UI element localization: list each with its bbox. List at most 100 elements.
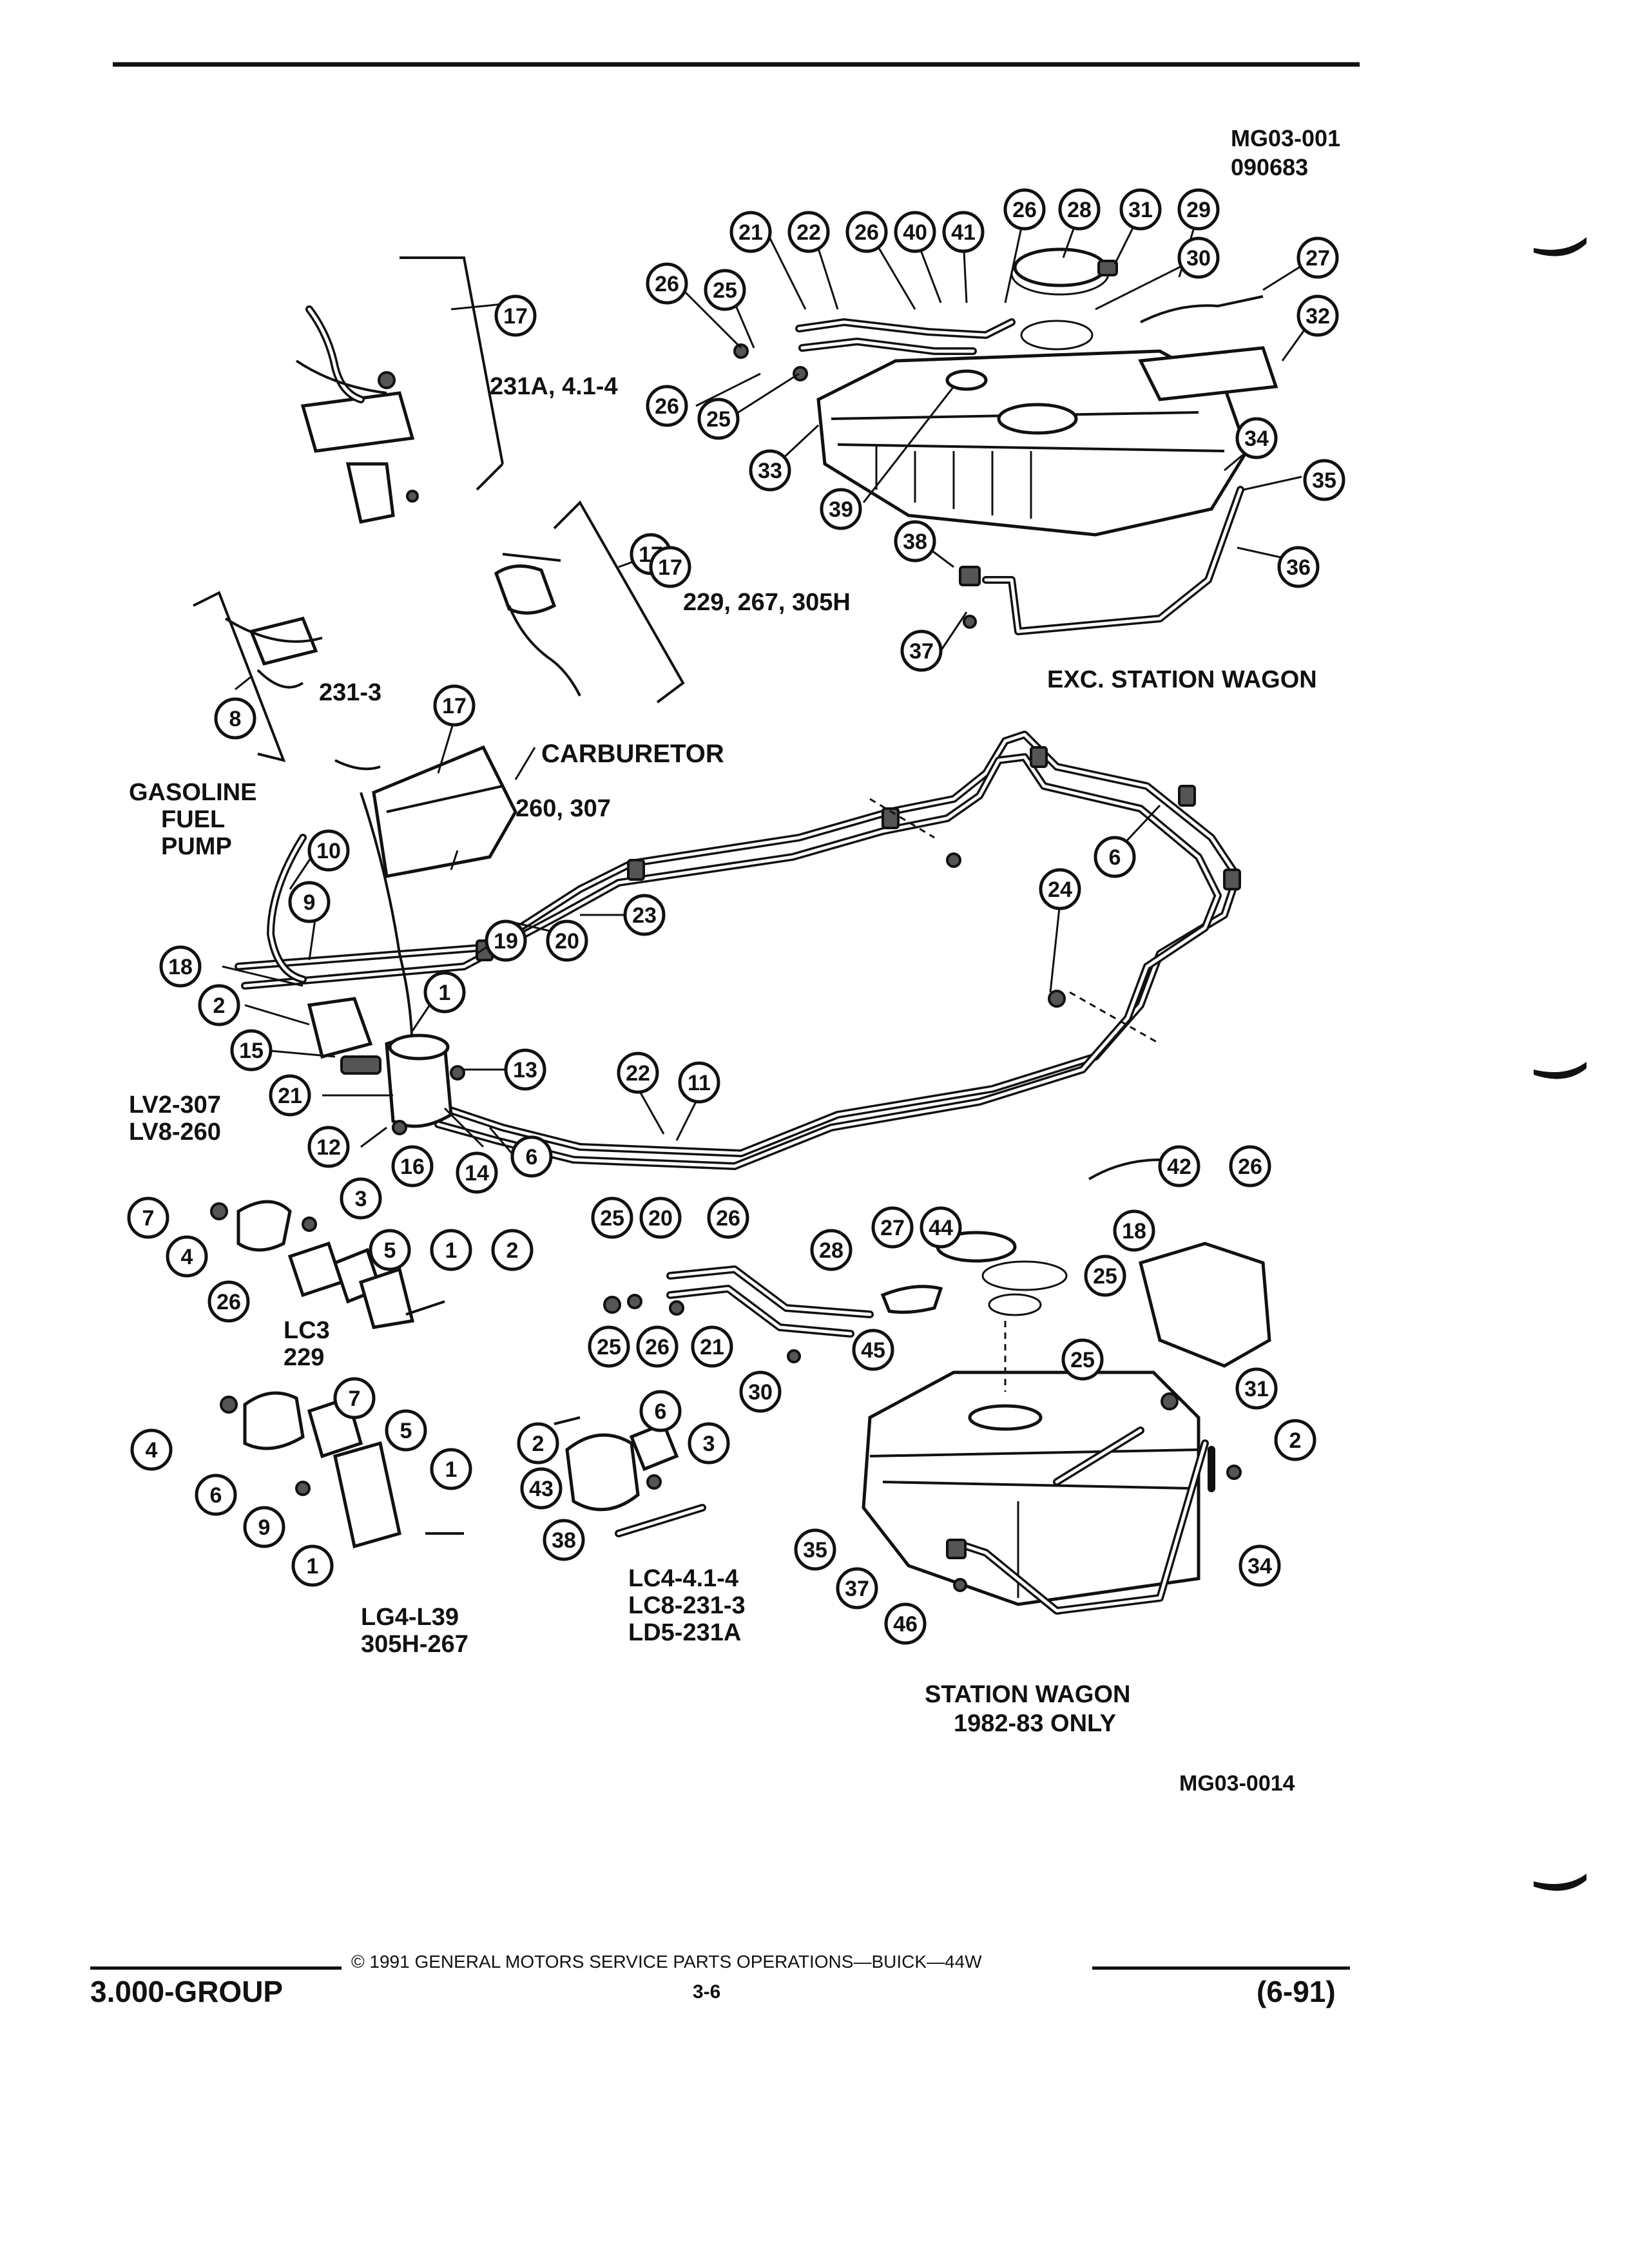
callout-number: 25 [1093,1264,1117,1289]
callout-6: 6 [1094,836,1136,878]
callout-25: 25 [1061,1338,1104,1381]
engine-inset-231a [295,256,504,524]
callout-number: 26 [655,272,679,296]
callout-number: 2 [506,1238,519,1263]
callout-45: 45 [852,1329,894,1371]
callout-22: 22 [617,1052,659,1094]
callout-26: 26 [1229,1145,1271,1187]
callout-number: 34 [1248,1554,1272,1579]
callout-number: 6 [655,1399,667,1424]
callout-17: 17 [494,294,537,337]
callout-number: 1 [445,1457,458,1482]
callout-40: 40 [894,211,936,253]
callout-number: 37 [909,639,934,664]
engine-label-229-267: 229, 267, 305H [683,589,851,616]
callout-9: 9 [288,881,331,923]
pump-label: PUMP [161,833,232,860]
engine-label-260-307: 260, 307 [516,795,611,822]
callout-number: 35 [1312,468,1336,493]
callout-14: 14 [456,1151,498,1194]
callout-number: 7 [349,1387,361,1411]
fuel-lines-main [235,731,1241,1170]
callout-number: 35 [803,1538,827,1562]
callout-number: 34 [1244,427,1269,451]
callout-number: 27 [880,1216,905,1240]
callout-number: 29 [1186,198,1211,222]
callout-number: 26 [716,1206,740,1231]
callout-37: 37 [836,1567,878,1610]
callout-26: 26 [707,1196,749,1239]
callout-number: 9 [304,890,316,915]
callout-number: 40 [903,220,927,245]
callout-43: 43 [520,1467,563,1510]
callout-number: 10 [316,839,341,863]
callout-22: 22 [787,211,830,253]
callout-2: 2 [198,984,240,1026]
footer-page-number: 3-6 [693,1981,721,2003]
margin-mark [1534,237,1586,256]
callout-26: 26 [845,211,888,253]
callout-number: 26 [217,1290,241,1314]
callout-15: 15 [230,1029,273,1072]
callout-32: 32 [1296,294,1339,337]
callout-21: 21 [269,1074,311,1117]
callout-number: 26 [1012,198,1037,222]
callout-number: 25 [713,278,737,303]
callout-2: 2 [1274,1419,1316,1461]
engine-inset-231-3 [193,591,323,762]
callout-number: 15 [239,1039,264,1063]
callout-46: 46 [884,1602,927,1645]
footer-rule-right [1092,1966,1350,1970]
callout-number: 4 [146,1438,158,1463]
callout-34: 34 [1239,1544,1281,1587]
callout-25: 25 [588,1325,630,1368]
callout-38: 38 [894,520,936,562]
callout-33: 33 [749,449,791,492]
callout-23: 23 [623,894,666,936]
callout-number: 28 [819,1238,843,1263]
callout-26: 26 [1003,188,1046,231]
callout-number: 20 [648,1206,673,1231]
callout-number: 3 [355,1187,367,1211]
callout-number: 38 [552,1528,576,1553]
callout-27: 27 [1296,236,1339,279]
callout-17: 17 [433,684,476,727]
engine-code-lv8: LV8-260 [129,1119,221,1146]
callout-number: 25 [597,1335,621,1360]
callout-number: 3 [703,1432,715,1456]
margin-mark [1534,1062,1586,1079]
engine-label-231-3: 231-3 [319,679,382,706]
callout-25: 25 [704,269,746,311]
callout-25: 25 [1084,1254,1126,1297]
callout-37: 37 [900,629,943,672]
callout-number: 45 [861,1338,885,1363]
callout-number: 18 [168,955,193,979]
engine-code-229: 229 [284,1344,325,1371]
callout-number: 1 [439,981,451,1005]
callout-number: 16 [400,1155,425,1179]
footer-revision: (6-91) [1257,1975,1336,2008]
callout-number: 26 [655,394,679,419]
callout-7: 7 [333,1377,376,1419]
callout-number: 18 [1122,1219,1146,1244]
callout-10: 10 [307,829,350,872]
callout-6: 6 [195,1474,237,1516]
callout-3: 3 [340,1177,382,1220]
callout-42: 42 [1158,1145,1200,1187]
callout-26: 26 [636,1325,679,1368]
engine-inset-229-267 [494,500,685,704]
callout-number: 28 [1067,198,1092,222]
callout-20: 20 [546,919,588,962]
callout-17: 17 [649,546,691,588]
callout-4: 4 [166,1235,208,1278]
callout-number: 20 [555,929,579,954]
callout-number: 25 [706,407,731,432]
callout-41: 41 [942,211,985,253]
callout-number: 39 [829,497,853,522]
callout-30: 30 [739,1370,782,1413]
callout-30: 30 [1177,236,1220,279]
callout-19: 19 [485,919,527,962]
callout-number: 4 [181,1245,193,1269]
